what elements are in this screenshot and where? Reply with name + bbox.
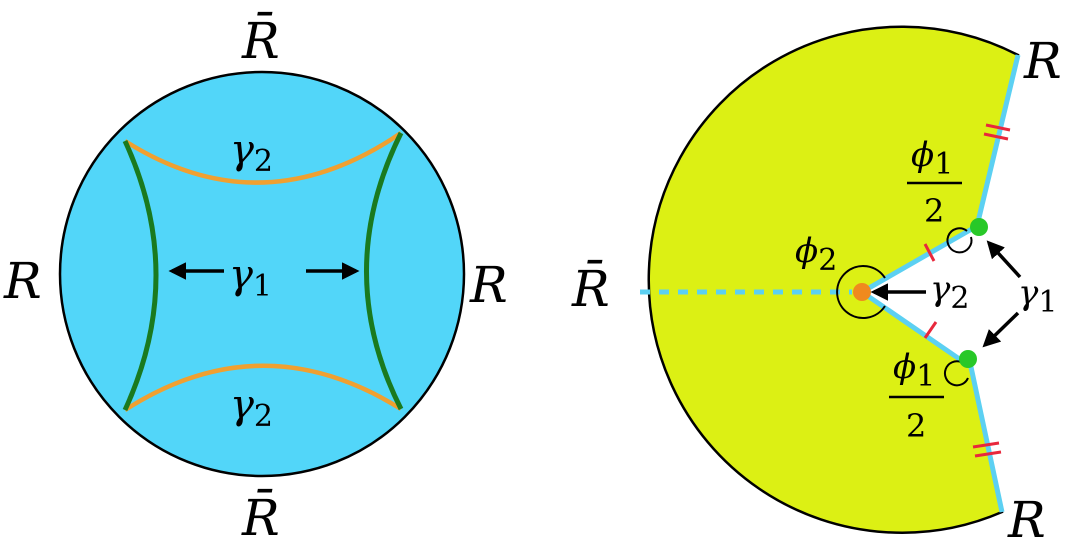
right-left-label: R̄ [571, 259, 610, 318]
left-right-label: R [469, 256, 508, 314]
right-top-label: R [1023, 32, 1062, 90]
fraction-bottom-denominator: 2 [906, 407, 926, 445]
gamma2-right-label: γ2 [930, 269, 969, 316]
right-bottom-label: R [1007, 491, 1046, 549]
left-bottom-label: R̄ [241, 488, 280, 547]
right-diagram: R R R̄ ϕ2 γ2 γ1 ϕ1 2 ϕ1 2 [571, 25, 1062, 549]
svg-text:ϕ1: ϕ1 [911, 135, 953, 182]
disk [58, 70, 466, 478]
gamma2-top-label: γ2 [230, 127, 273, 179]
angle-arc-phi2 [836, 265, 886, 319]
geodesic-gamma1-right [364, 131, 404, 411]
phi2-label: ϕ2 [795, 231, 837, 278]
arrow-to-green-bottom [982, 311, 1020, 348]
left-left-label: R [3, 252, 42, 310]
arrow-to-green-top [986, 240, 1022, 279]
gamma2-bottom-label: γ2 [230, 382, 273, 434]
fraction-phi1-bottom: ϕ1 2 [889, 347, 944, 445]
geodesic-gamma2-top [123, 131, 403, 185]
left-top-label: R̄ [241, 11, 280, 70]
vertex-orange [853, 283, 871, 301]
vertex-green-bottom [959, 350, 977, 368]
tick-single-lower [923, 321, 938, 339]
vertex-green-top [970, 218, 988, 236]
gamma1-label: γ1 [229, 252, 272, 304]
left-diagram: R̄ R̄ R R γ1 γ2 γ2 [3, 11, 508, 547]
fraction-top-denominator: 2 [924, 192, 944, 230]
tick-single-upper [923, 243, 936, 262]
svg-text:ϕ1: ϕ1 [893, 347, 935, 394]
angle-arc-phi1-bottom [943, 360, 969, 387]
wedge-region [647, 25, 1020, 534]
angle-arc-phi1-top [946, 227, 973, 254]
gamma1-right-label: γ1 [1018, 273, 1057, 320]
geodesic-gamma2-bottom [123, 363, 403, 412]
fraction-phi1-top: ϕ1 2 [907, 135, 962, 230]
tick-double-lower [972, 441, 1002, 458]
tick-double-upper [983, 123, 1011, 141]
geodesic-gamma1-left [122, 139, 159, 412]
